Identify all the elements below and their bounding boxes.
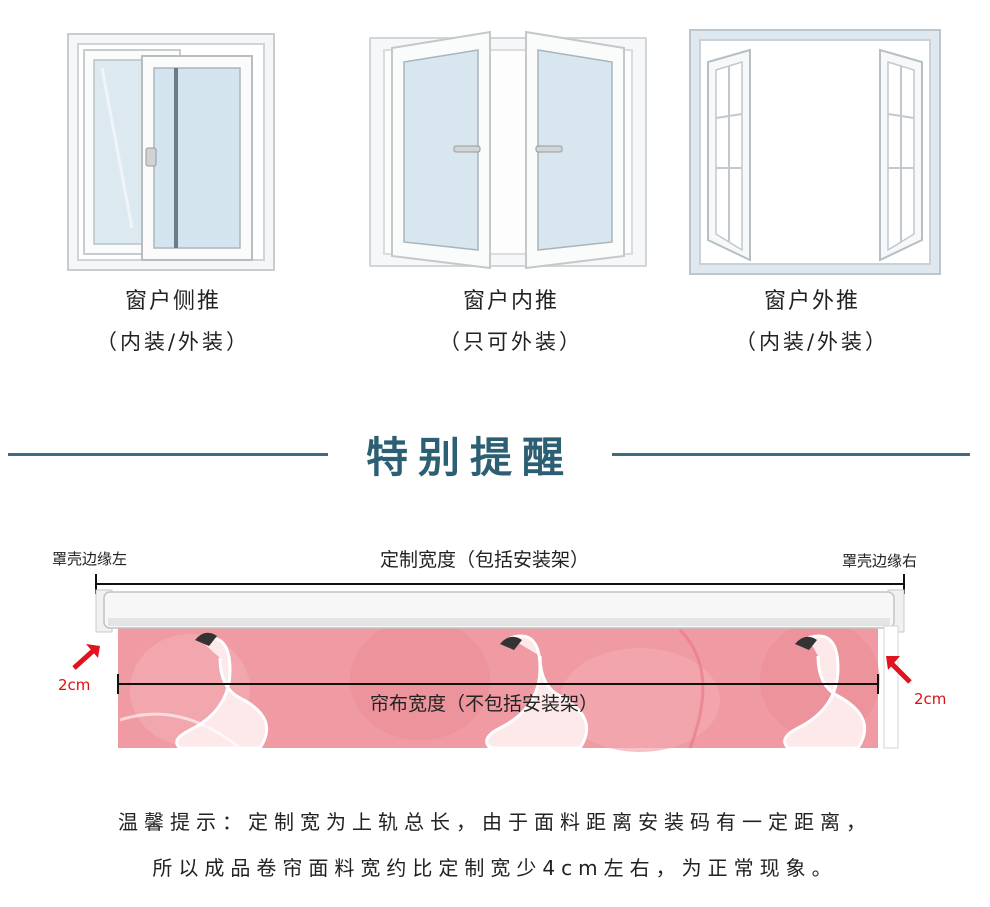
- window-type-note: （内装/外装）: [734, 330, 890, 354]
- section-divider-right: [612, 453, 970, 456]
- housing-edge-left-label: 罩壳边缘左: [52, 550, 128, 568]
- roller-blind-diagram: [72, 574, 912, 752]
- right-gap-label: 2cm: [914, 690, 947, 708]
- left-gap-label: 2cm: [58, 676, 91, 694]
- window-type-title: 窗户内推: [462, 289, 559, 314]
- fabric-width-dimension-line: [117, 674, 879, 694]
- sliding-window-illustration: [67, 33, 275, 271]
- housing-edge-right-label: 罩壳边缘右: [842, 552, 918, 570]
- custom-width-dimension-line: [95, 574, 905, 594]
- window-type-note: （内装/外装）: [95, 330, 251, 354]
- custom-width-label: 定制宽度（包括安装架）: [380, 549, 590, 571]
- curtain-fabric: [118, 620, 880, 752]
- window-type-title: 窗户外推: [763, 289, 860, 314]
- inward-casement-window-illustration: [369, 30, 647, 270]
- section-title: 特别提醒: [365, 433, 574, 482]
- outward-casement-window-illustration: [689, 29, 941, 275]
- arrow-right-icon: [886, 656, 912, 684]
- window-type-title: 窗户侧推: [124, 289, 221, 314]
- fabric-width-label: 帘布宽度（不包括安装架）: [370, 693, 599, 715]
- section-divider-left: [8, 453, 328, 456]
- tip-line-2: 所以成品卷帘面料宽约比定制宽少4cm左右，为正常现象。: [152, 856, 838, 880]
- tip-line-1: 温馨提示：定制宽为上轨总长，由于面料距离安装码有一定距离，: [118, 810, 872, 834]
- window-type-note: （只可外装）: [439, 330, 583, 354]
- arrow-left-icon: [72, 644, 100, 670]
